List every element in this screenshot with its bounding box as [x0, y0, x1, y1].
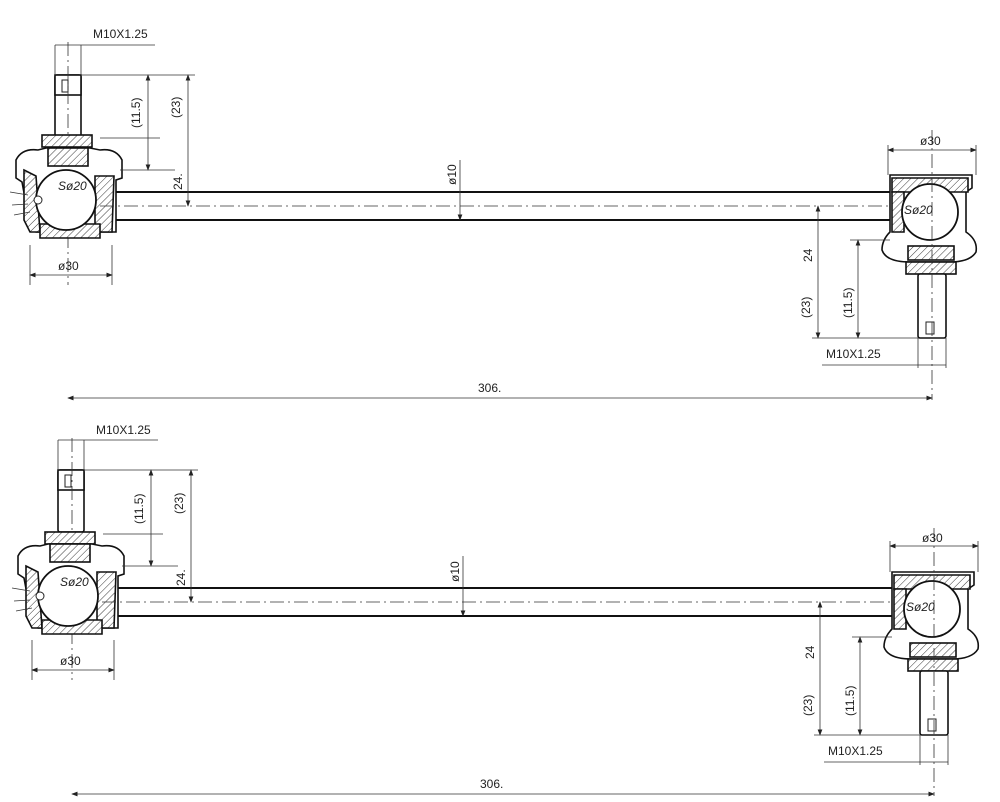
dim-11-5-left: (11.5): [132, 494, 146, 524]
thread-label-right: M10X1.25: [826, 347, 881, 361]
dim-11-5-left: (11.5): [129, 98, 143, 128]
thread-label-left: M10X1.25: [93, 27, 148, 41]
stabilizer-link-view-top: M10X1.25 (11.5) (23) 24. Sø20 ø30 ø10 ø3…: [9, 27, 978, 401]
housing-dia-left: ø30: [60, 654, 81, 668]
ball-dia-right: Sø20: [904, 203, 933, 217]
dimensions-right: [457, 145, 977, 368]
overall-length: 306.: [478, 381, 501, 395]
dimensions-right: [460, 541, 979, 765]
dim-23-left: (23): [169, 97, 183, 118]
dim-23-left: (23): [172, 493, 186, 514]
dim-23-right: (23): [801, 695, 815, 716]
dimensions-left: [31, 439, 198, 680]
rod: [100, 191, 905, 221]
dim-23-right: (23): [799, 297, 813, 318]
housing-dia-right: ø30: [922, 531, 943, 545]
housing-dia-left: ø30: [58, 259, 79, 273]
rod: [102, 587, 905, 617]
right-ball-joint: [883, 528, 980, 796]
rod-dia: ø10: [448, 561, 462, 582]
ball-dia-left: Sø20: [60, 575, 89, 589]
housing-dia-right: ø30: [920, 134, 941, 148]
dim-11-5-right: (11.5): [843, 686, 857, 716]
thread-label-right: M10X1.25: [828, 744, 883, 758]
left-ball-joint: [11, 438, 125, 680]
rod-dia: ø10: [445, 164, 459, 185]
dim-24-right: 24: [801, 248, 815, 262]
stabilizer-link-view-bottom: M10X1.25 (11.5) (23) 24. Sø20 ø30 ø10 ø3…: [11, 423, 980, 797]
right-ball-joint: [881, 130, 978, 400]
thread-label-left: M10X1.25: [96, 423, 151, 437]
dimensions-left: [29, 44, 195, 285]
dim-24-left: 24.: [174, 569, 188, 586]
dim-24-right: 24: [803, 645, 817, 659]
ball-dia-left: Sø20: [58, 179, 87, 193]
ball-dia-right: Sø20: [906, 600, 935, 614]
dim-24-left: 24.: [171, 173, 185, 190]
dim-11-5-right: (11.5): [841, 288, 855, 318]
left-ball-joint: [9, 42, 123, 285]
overall-length: 306.: [480, 777, 503, 791]
